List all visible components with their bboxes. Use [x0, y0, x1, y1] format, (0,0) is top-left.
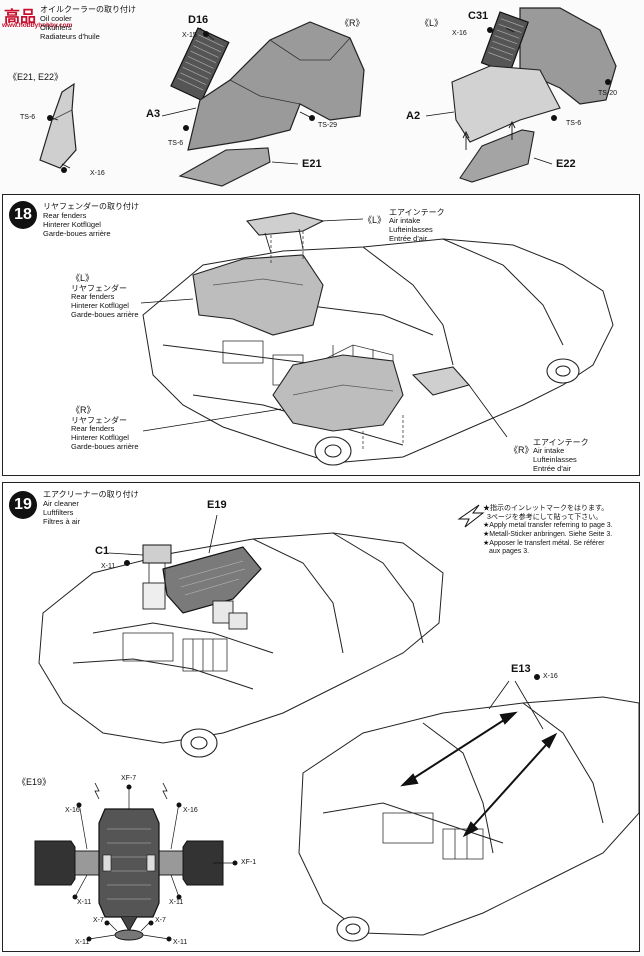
part-label-a3: A3 — [146, 108, 161, 120]
callout-ts6-l: TS-6 — [566, 120, 582, 127]
step-17-title-en-1: Oil cooler — [40, 14, 72, 23]
detail-callout-x11-bottom-right: X-11 — [173, 939, 188, 946]
note-line-5: ★Apposer le transfert métal. Se référer — [483, 540, 605, 547]
step-19-title-jp: エアクリーナーの取り付け — [43, 490, 139, 499]
part-label-d16: D16 — [188, 14, 209, 26]
callout-ts6-left: TS-6 — [20, 114, 36, 121]
metal-transfer-arrow-icon — [457, 504, 485, 528]
detail-callout-x11-bottom-left: X-11 — [75, 939, 90, 946]
step-18-title-en-1: Rear fenders — [43, 211, 87, 220]
note-line-3: ★Apply metal transfer referring to page … — [483, 522, 613, 529]
intake-bottom-en-2: Lufteinlasses — [533, 455, 577, 464]
intake-bottom-jp: エアインテーク — [533, 438, 589, 447]
intake-top-en-2: Lufteinlasses — [389, 225, 433, 234]
detail-callout-x11-right: X-11 — [169, 899, 184, 906]
fender-r-side: 《R》 — [71, 405, 96, 415]
intake-top-en-1: Air intake — [389, 216, 421, 225]
part-label-e22: E22 — [556, 158, 576, 170]
watermark-url: www.hobbyhobby.com — [2, 22, 73, 29]
step-17-section: 高品 www.hobbyhobby.com オイルクーラーの取り付け Oil c… — [0, 0, 644, 192]
fender-r-en-1: Rear fenders — [71, 424, 115, 433]
note-line-2: 3ページを参考にして貼って下さい。 — [487, 514, 603, 521]
step-19-title-en-3: Filtres à air — [43, 517, 81, 526]
callout-x16-left: X-16 — [90, 170, 105, 177]
fender-l-side: 《L》 — [71, 273, 95, 283]
detail-callout-x16-right: X-16 — [183, 807, 198, 814]
fender-l-en-3: Garde-boues arrière — [71, 310, 139, 319]
callout-x16-e13: X-16 — [543, 673, 558, 680]
part-label-e21: E21 — [302, 158, 322, 170]
part-label-a2: A2 — [406, 110, 421, 122]
part-label-e13: E13 — [511, 663, 531, 675]
group-label-e21-e22: 《E21, E22》 — [8, 72, 64, 82]
callout-x15: X-15 — [182, 32, 197, 39]
callout-ts29: TS-29 — [318, 122, 338, 129]
step-17-drawing — [39, 7, 617, 187]
step-18-title-jp: リヤフェンダーの取り付け — [43, 202, 139, 211]
part-label-c31: C31 — [468, 10, 489, 22]
note-line-1: ★指示のインレットマークをはります。 — [483, 505, 609, 512]
detail-callout-x7-right: X-7 — [155, 917, 166, 924]
intake-top-en-3: Entrée d'air — [389, 234, 428, 243]
step-19-panel: 19 エアクリーナーの取り付け Air cleaner Luftfilters … — [2, 482, 640, 952]
step-19-title-en-2: Luftfilters — [43, 508, 74, 517]
fender-r-en-2: Hinterer Kotflügel — [71, 433, 129, 442]
step-18-title-en-3: Garde-boues arrière — [43, 229, 111, 238]
detail-callout-xf7: XF-7 — [121, 775, 137, 782]
detail-callout-x7-left: X-7 — [93, 917, 104, 924]
step-17-title-en-3: Radiateurs d'huile — [40, 32, 100, 41]
part-label-c1: C1 — [95, 545, 110, 557]
intake-bottom-en-1: Air intake — [533, 446, 565, 455]
detail-callout-x16-left: X-16 — [65, 807, 80, 814]
fender-l-en-1: Rear fenders — [71, 292, 115, 301]
detail-callout-xf1: XF-1 — [241, 859, 257, 866]
note-line-6: aux pages 3. — [489, 548, 530, 555]
intake-top-side: 《L》 — [363, 215, 387, 225]
callout-ts20: TS-20 — [598, 90, 618, 97]
intake-top-jp: エアインテーク — [389, 208, 445, 217]
group-label-r: 《R》 — [340, 18, 365, 28]
fender-r-jp: リヤフェンダー — [71, 416, 127, 425]
step-19-drawing — [34, 504, 639, 942]
fender-r-en-3: Garde-boues arrière — [71, 442, 139, 451]
step-18-drawing — [140, 212, 614, 466]
step-17-title-en-2: Ölkühlers — [40, 23, 72, 32]
intake-bottom-side: 《R》 — [509, 445, 534, 455]
step-19-title-en-1: Air cleaner — [43, 499, 79, 508]
step-18-panel: 18 リヤフェンダーの取り付け Rear fenders Hinterer Ko… — [2, 194, 640, 476]
note-line-4: ★Metall-Sticker anbringen. Siehe Seite 3… — [483, 531, 613, 538]
group-label-l: 《L》 — [420, 18, 444, 28]
callout-ts6-r: TS-6 — [168, 140, 184, 147]
fender-l-jp: リヤフェンダー — [71, 284, 127, 293]
step-17-title-jp: オイルクーラーの取り付け — [40, 5, 136, 14]
step-18-number: 18 — [9, 201, 37, 229]
intake-bottom-en-3: Entrée d'air — [533, 464, 572, 473]
fender-l-en-2: Hinterer Kotflügel — [71, 301, 129, 310]
part-label-e19: E19 — [207, 499, 227, 511]
step-18-title-en-2: Hinterer Kotflügel — [43, 220, 101, 229]
detail-callout-x11-left: X-11 — [77, 899, 92, 906]
watermark-logo: 高品 — [4, 9, 37, 26]
step-19-number: 19 — [9, 491, 37, 519]
e19-detail-drawing — [34, 782, 238, 942]
callout-x11-c1: X-11 — [101, 563, 116, 570]
detail-label-e19: 《E19》 — [17, 777, 52, 787]
callout-x16: X-16 — [452, 30, 467, 37]
